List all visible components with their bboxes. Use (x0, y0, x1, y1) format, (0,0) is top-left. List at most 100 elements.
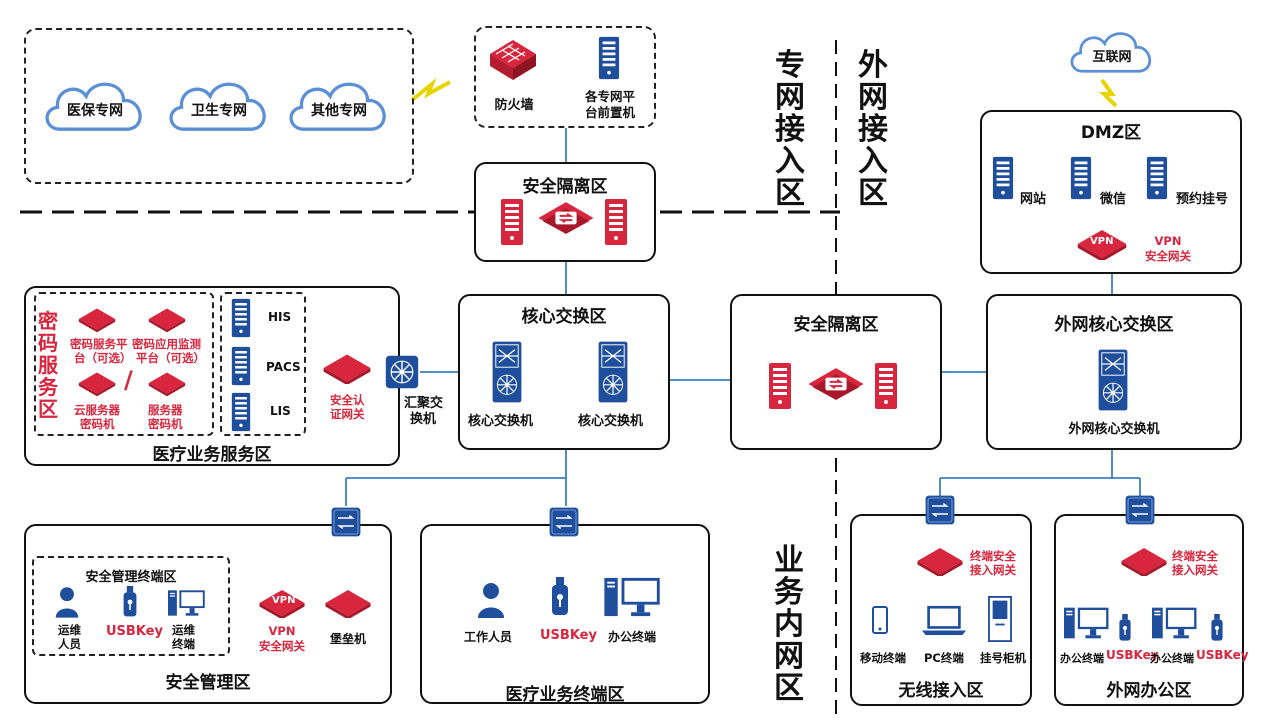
cloud-crypto-icon (76, 370, 118, 396)
medical-terminal-title: 医疗业务终端区 (505, 685, 625, 705)
core-switch-label-2: 核心交换机 (578, 414, 644, 429)
firewall-label: 防火墙 (494, 98, 534, 113)
zone-title-external-access: 外网接入区 (858, 48, 888, 211)
server-icon (1146, 154, 1168, 202)
desktop-icon (604, 576, 662, 618)
usbkey-icon (550, 576, 570, 618)
usbkey-icon (1210, 614, 1224, 642)
crypto-platform-icon (76, 306, 118, 332)
sec-terminal-title: 安全管理终端区 (85, 570, 177, 585)
kiosk-icon (988, 596, 1012, 642)
server-icon (768, 362, 792, 410)
staff-label: 工作人员 (464, 630, 513, 644)
wireless-title: 无线接入区 (898, 681, 984, 701)
ext-core-switch-label: 外网核心交换机 (1068, 422, 1160, 437)
crypto-slash: / (124, 366, 133, 394)
person-icon (54, 586, 80, 618)
vpn-badge-text: VPN (1090, 236, 1114, 247)
desktop-icon (1064, 606, 1110, 640)
switch-icon (330, 506, 362, 538)
terminal-gateway-icon (914, 546, 966, 576)
frontend-label-1: 各专网平 (584, 89, 635, 104)
laptop-icon (922, 604, 966, 636)
sec-terminal-zone (32, 556, 230, 656)
isolation-title-top: 安全隔离区 (522, 177, 608, 197)
private-networks-zone (24, 28, 414, 184)
aggregation-label-2: 换机 (410, 412, 437, 427)
frontend-label-2: 台前置机 (584, 105, 635, 120)
server-icon (230, 346, 252, 386)
ops-terminal-label-2: 终端 (172, 637, 195, 651)
server-icon (230, 298, 252, 338)
office-usbkey-label-1: USBKey (1106, 648, 1159, 662)
cloud-label-internet: 互联网 (1092, 50, 1132, 65)
usbkey-icon (122, 586, 138, 618)
zone-title-private-access: 专网接入区 (775, 48, 805, 211)
cloud-label-health: 卫生专网 (191, 103, 247, 119)
private-front-zone (474, 26, 656, 128)
server-icon (874, 362, 898, 410)
website-label: 网站 (1020, 192, 1047, 207)
lis-label: LIS (270, 404, 291, 418)
core-switch-label-1: 核心交换机 (468, 414, 534, 429)
his-label: HIS (268, 310, 292, 324)
usbkey-label: USBKey (540, 628, 597, 643)
isolation-title-mid: 安全隔离区 (793, 315, 879, 335)
pacs-label: PACS (266, 360, 301, 374)
aggregation-switch-icon (384, 354, 420, 390)
wireless-gw-label-2: 接入网关 (970, 563, 1016, 577)
ops-terminal-label-1: 运维 (172, 623, 195, 637)
gateway-icon (534, 200, 598, 236)
server-icon (1070, 154, 1092, 202)
auth-gateway-label-1: 安全认 (330, 393, 365, 407)
appointment-label: 预约挂号 (1176, 192, 1229, 207)
cloud-label-medical-insurance: 医保专网 (67, 103, 123, 119)
zone-title-internal: 业务内网区 (774, 543, 804, 706)
vpn-label-2: 安全网关 (1145, 249, 1191, 263)
cloud-crypto-label-2: 密码机 (80, 417, 115, 431)
core-title: 核心交换区 (521, 307, 607, 327)
office-label: 办公终端 (608, 630, 657, 644)
server-icon (598, 36, 620, 80)
office-gw-label-1: 终端安全 (1172, 549, 1218, 563)
mobile-label: 移动终端 (860, 651, 906, 665)
server-crypto-label-2: 密码机 (148, 417, 183, 431)
person-icon (476, 580, 506, 620)
desktop-icon (168, 588, 206, 618)
isolation-zone-mid (730, 294, 942, 450)
wechat-label: 微信 (1100, 192, 1127, 207)
dmz-title: DMZ区 (1080, 123, 1142, 143)
sec-vpn-label-2: 安全网关 (259, 639, 305, 653)
core-switch-icon (594, 340, 632, 404)
office-usbkey-label-2: USBKey (1196, 648, 1249, 662)
kiosk-label: 挂号柜机 (980, 651, 1026, 665)
crypto-platform-label-1: 密码服务平 (70, 337, 128, 351)
ops-person-label-1: 运维 (58, 623, 81, 637)
core-switch-icon (488, 340, 526, 404)
his-server-group (220, 292, 306, 436)
switch-icon (924, 494, 956, 526)
server-icon (992, 154, 1014, 202)
crypto-zone (34, 292, 214, 436)
gateway-icon (804, 366, 868, 402)
vpn-label-1: VPN (1154, 234, 1182, 248)
sec-vpn-label-1: VPN (268, 624, 296, 638)
aggregation-label-1: 汇聚交 (404, 396, 444, 411)
usbkey-icon (1118, 614, 1132, 642)
switch-icon (548, 506, 580, 538)
crypto-title: 密码服务区 (38, 309, 58, 421)
auth-gateway-label-2: 证网关 (330, 407, 365, 421)
medical-service-title: 医疗业务服务区 (152, 445, 272, 465)
server-icon (500, 198, 524, 246)
pc-label: PC终端 (924, 651, 964, 665)
terminal-gateway-icon (1118, 546, 1170, 576)
sec-mgmt-title: 安全管理区 (165, 673, 251, 693)
cloud-crypto-label-1: 云服务器 (74, 403, 120, 417)
bastion-label: 堡垒机 (330, 632, 367, 646)
core-switch-icon (1094, 348, 1132, 412)
server-icon (230, 392, 252, 432)
firewall-icon (488, 38, 538, 82)
server-icon (604, 198, 628, 246)
crypto-monitor-icon (146, 306, 188, 332)
office-terminal-label-2: 办公终端 (1150, 652, 1194, 665)
